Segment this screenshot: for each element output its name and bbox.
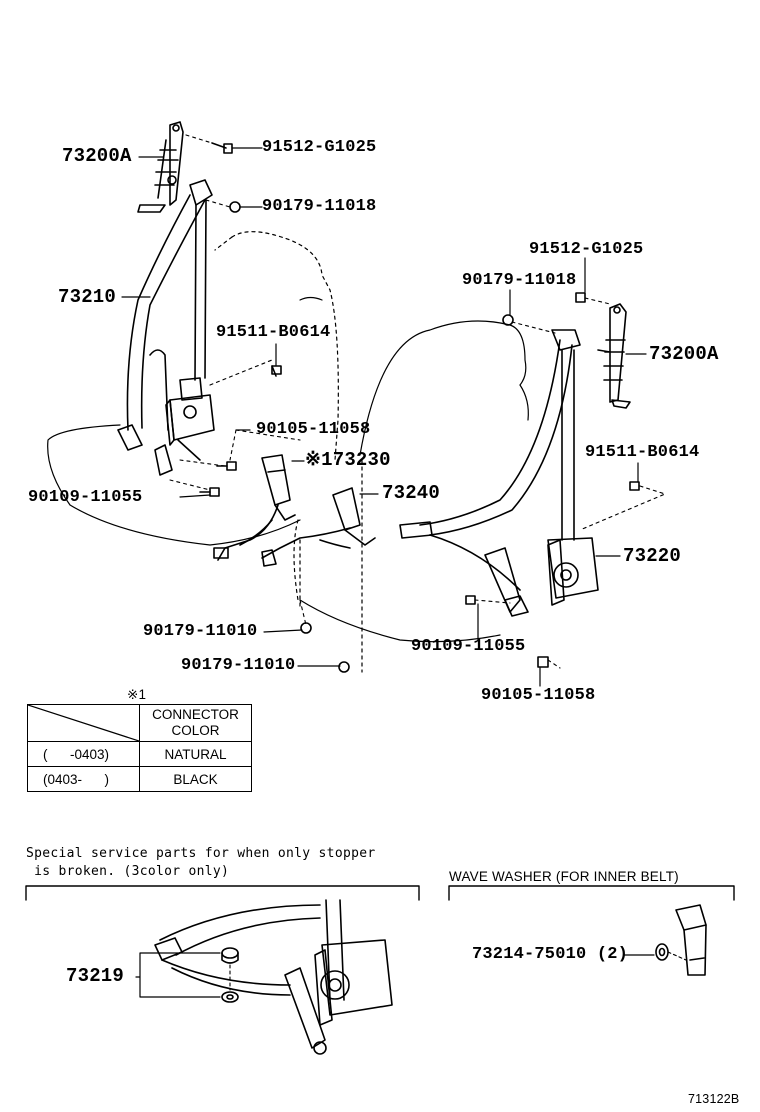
table-cell-period: (0403- ) <box>27 766 140 792</box>
part-label-73200a-right: 73200A <box>649 343 719 365</box>
part-label-90109-left: 90109-11055 <box>28 488 143 507</box>
lower-section-brackets <box>25 885 735 901</box>
part-label-91511-left: 91511-B0614 <box>216 323 331 342</box>
table-corner-cell <box>27 704 140 742</box>
right-seat-outline <box>293 320 529 673</box>
part-label-73200a-left: 73200A <box>62 145 132 167</box>
buckle-73240 <box>261 487 376 567</box>
table-diagonal <box>28 705 139 741</box>
table-cell-color: BLACK <box>139 766 252 792</box>
table-row: (0403- ) BLACK <box>27 766 252 792</box>
part-label-73240: 73240 <box>382 482 441 504</box>
special-service-note-line2: is broken. (3color only) <box>26 864 230 879</box>
leader-lines <box>121 147 647 687</box>
part-label-73214: 73214-75010 (2) <box>472 945 629 964</box>
part-label-90105-left: 90105-11058 <box>256 420 371 439</box>
part-label-90179-11018-top: 90179-11018 <box>262 197 377 216</box>
right-dashed-lines <box>474 297 666 669</box>
left-retractor <box>165 377 215 461</box>
left-dashed-lines <box>169 134 307 626</box>
part-label-90105-right: 90105-11058 <box>481 686 596 705</box>
table-cell-color: NATURAL <box>139 741 252 767</box>
connector-table-mark: ※1 <box>127 687 147 702</box>
special-service-note-line1: Special service parts for when only stop… <box>26 846 376 861</box>
left-bolts <box>199 142 350 673</box>
right-retractor <box>547 537 599 606</box>
right-height-adjuster <box>597 303 631 409</box>
table-row: ( -0403) NATURAL <box>27 741 252 767</box>
part-label-90179-11010-b: 90179-11010 <box>181 656 296 675</box>
table-cell-period: ( -0403) <box>27 741 140 767</box>
wave-washer-detail <box>623 904 707 976</box>
part-label-91511-right: 91511-B0614 <box>585 443 700 462</box>
wave-washer-note: WAVE WASHER (FOR INNER BELT) <box>449 869 679 884</box>
diagram-id: 713122B <box>688 1092 740 1106</box>
part-label-90179-11010-a: 90179-11010 <box>143 622 258 641</box>
part-label-73230: ※173230 <box>305 449 391 471</box>
right-bolts <box>465 292 640 668</box>
left-height-adjuster <box>137 121 184 213</box>
left-belt-73210 <box>117 179 213 476</box>
part-label-73219: 73219 <box>66 965 125 987</box>
part-label-73220: 73220 <box>623 545 682 567</box>
part-label-91512-right: 91512-G1025 <box>529 240 644 259</box>
table-header-connector-color: CONNECTOR COLOR <box>139 704 252 742</box>
left-seat-outline <box>47 231 339 546</box>
part-label-91512-top: 91512-G1025 <box>262 138 377 157</box>
part-label-90109-right: 90109-11055 <box>411 637 526 656</box>
part-label-73210: 73210 <box>58 286 117 308</box>
buckle-73230 <box>213 454 296 561</box>
stopper-detail <box>135 899 393 1055</box>
part-label-90179-11018-right: 90179-11018 <box>462 271 577 290</box>
connector-color-table: CONNECTOR COLOR ( -0403) NATURAL (0403- … <box>27 704 252 792</box>
right-belt <box>399 329 581 617</box>
